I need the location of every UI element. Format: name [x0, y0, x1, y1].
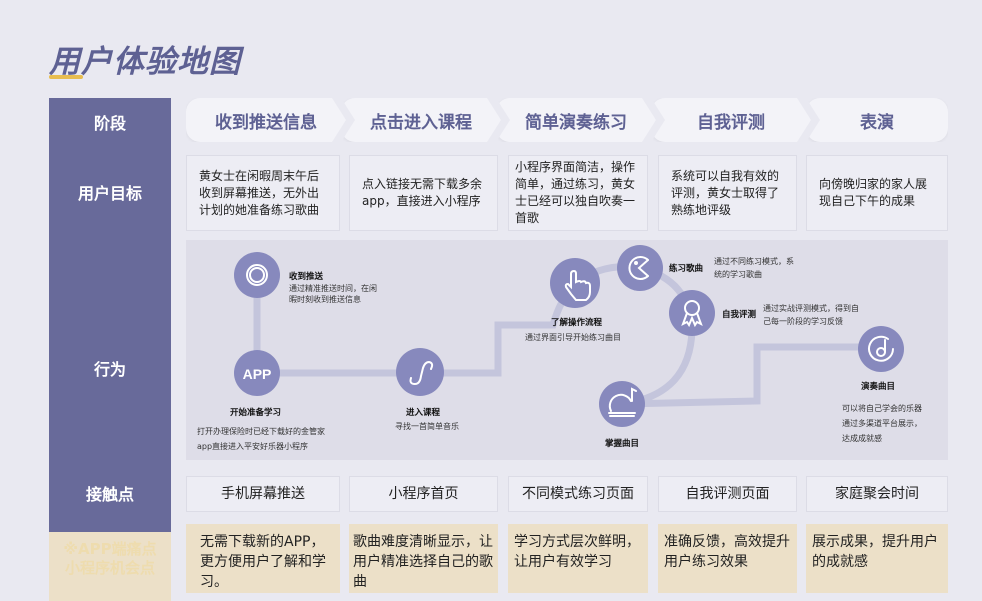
pain-3: 学习方式层次鲜明，让用户有效学习	[508, 524, 648, 593]
pain-5: 展示成果，提升用户的成就感	[806, 524, 948, 593]
goal-5: 向傍晚归家的家人展现自己下午的成果	[806, 155, 948, 231]
node-flow-desc: 通过界面引导开始练习曲目	[525, 333, 621, 342]
row-header-column: 阶段 用户目标 行为 接触点 ※APP端痛点小程序机会点	[49, 98, 171, 601]
touchpoint-5: 家庭聚会时间	[806, 476, 948, 512]
node-app-title: 开始准备学习	[230, 408, 282, 418]
node-app-circle	[234, 350, 280, 396]
stage-4: 自我评测	[651, 98, 811, 142]
node-master-circle	[599, 381, 645, 427]
node-master-title: 掌握曲目	[605, 439, 640, 449]
goal-2: 点入链接无需下载多余app，直接进入小程序	[349, 155, 498, 231]
pain-2: 歌曲难度清晰显示，让用户精准选择自己的歌曲	[349, 524, 498, 593]
pain-label-2: 小程序机会点	[64, 559, 155, 577]
node-push-circle	[234, 252, 280, 298]
node-practice-title: 练习歌曲	[669, 264, 704, 274]
page-title: 用户体验地图	[49, 44, 241, 80]
pain-1: 无需下载新的APP，更方便用户了解和学习。	[186, 524, 340, 593]
row-label-behavior: 行为	[93, 360, 126, 379]
pain-label-1: ※APP端痛点	[63, 540, 157, 558]
goal-3: 小程序界面简洁，操作简单，通过练习，黄女士已经可以独自吹奏一首歌	[508, 155, 648, 231]
music-disc-icon	[868, 335, 894, 362]
node-eval-circle	[669, 290, 715, 336]
node-app-desc: 打开办理保险时已经下载好的金管家app直接进入平安好乐器小程序	[197, 427, 325, 451]
touchpoint-3: 不同模式练习页面	[508, 476, 648, 512]
stage-3: 简单演奏练习	[496, 98, 656, 142]
touchpoint-4: 自我评测页面	[658, 476, 797, 512]
node-push-desc: 通过精准推送时间，在闲暇时刻收到推送信息	[289, 284, 377, 304]
stage-5: 表演	[806, 98, 948, 142]
title-underline	[49, 75, 83, 79]
row-label-pain: ※APP端痛点小程序机会点	[49, 532, 171, 601]
miniprogram-icon	[409, 360, 434, 386]
node-eval-title: 自我评测	[722, 310, 757, 320]
app-icon-text: APP	[243, 366, 272, 382]
goal-1: 黄女士在闲暇周末午后收到屏幕推送，无外出计划的她准备练习歌曲	[186, 155, 340, 231]
touchpoint-1: 手机屏幕推送	[186, 476, 340, 512]
touchpoint-2: 小程序首页	[349, 476, 498, 512]
node-perform-title: 演奏曲目	[861, 382, 896, 392]
row-label-stage: 阶段	[93, 114, 126, 133]
stage-2: 点击进入课程	[341, 98, 501, 142]
node-course-title: 进入课程	[406, 408, 441, 418]
stage-1: 收到推送信息	[186, 98, 346, 142]
goal-4: 系统可以自我有效的评测，黄女士取得了熟练地评级	[658, 155, 797, 231]
node-practice-desc: 通过不同练习模式，系统的学习歌曲	[714, 257, 794, 279]
pain-4: 准确反馈，高效提升用户练习效果	[658, 524, 797, 593]
row-label-touch: 接触点	[85, 485, 134, 504]
node-course-desc: 寻找一首简单音乐	[395, 422, 459, 431]
node-flow-title: 了解操作流程	[551, 318, 603, 328]
badge-icon	[681, 300, 703, 328]
music-face-icon	[608, 387, 637, 417]
pacman-icon	[628, 256, 649, 280]
target-icon	[246, 264, 268, 286]
node-push-title: 收到推送	[289, 272, 324, 282]
node-perform-desc: 可以将自己学会的乐器通过多渠道平台展示，达成成就感	[842, 404, 922, 443]
node-eval-desc: 通过实战评测模式，得到自己每一阶段的学习反馈	[763, 304, 859, 326]
row-label-goal: 用户目标	[77, 184, 142, 203]
hand-pointer-icon	[564, 269, 591, 301]
node-course-circle	[396, 348, 444, 396]
